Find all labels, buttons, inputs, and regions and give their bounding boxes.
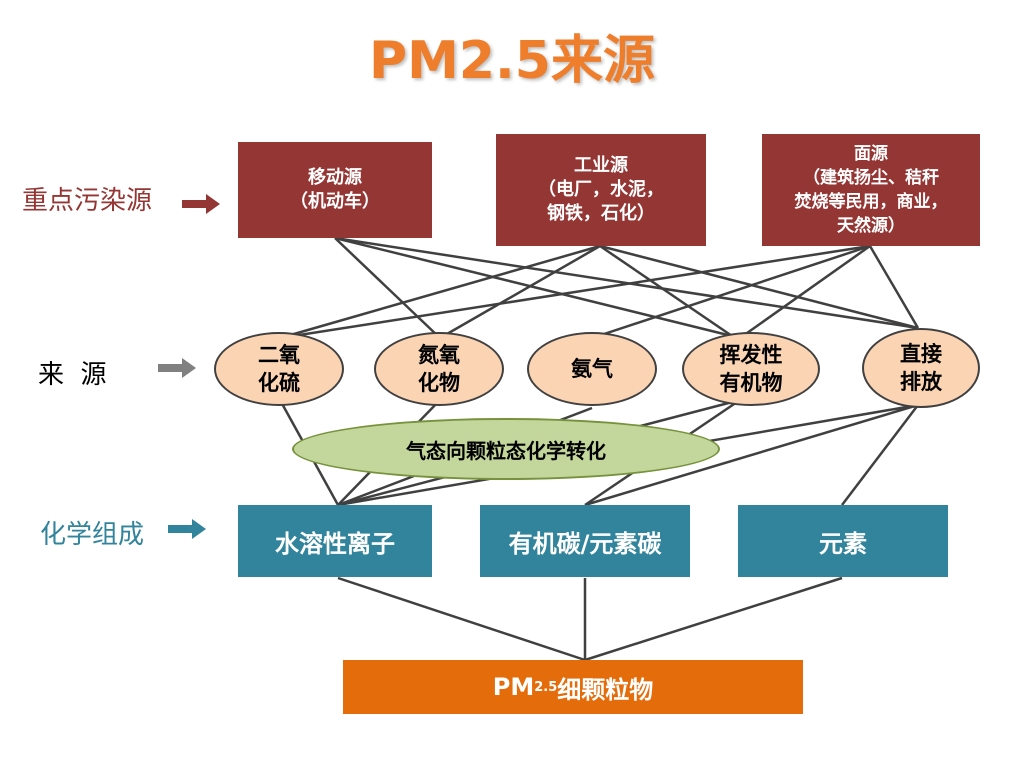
connector <box>334 237 441 339</box>
ellipse-line: 挥发性 <box>719 343 783 367</box>
source-box-line: （建筑扬尘、秸秆 <box>803 168 939 188</box>
connector <box>279 244 871 340</box>
conversion-ellipse: 气态向颗粒态化学转化 <box>292 418 720 480</box>
connector <box>868 245 920 329</box>
source-box-line: 天然源） <box>837 216 905 236</box>
component-box-carbon: 有机碳/元素碳 <box>480 505 690 577</box>
source-box-mobile: 移动源 （机动车） <box>238 142 432 238</box>
ellipse-line: 排放 <box>900 370 942 394</box>
connector <box>584 576 843 662</box>
connector <box>599 244 736 340</box>
source-box-line: 焚烧等民用，商业， <box>794 192 948 212</box>
ellipse-line: 化物 <box>418 371 460 395</box>
source-box-line: 面源 <box>854 144 888 164</box>
ellipse-line: 氮氧 <box>418 343 460 367</box>
connector <box>334 236 741 340</box>
chemical-label: 化学组成 <box>40 520 145 550</box>
source-box-line: （电厂，水泥， <box>538 179 664 200</box>
page-title: PM2.5来源 <box>369 31 655 91</box>
connector <box>599 244 919 330</box>
ellipse-line: 二氧 <box>258 343 300 367</box>
ellipse-line: 直接 <box>900 342 942 366</box>
connector <box>279 244 601 340</box>
source-ellipse-so2: 二氧 化硫 <box>214 332 344 406</box>
connector <box>439 244 601 340</box>
source-box-area: 面源 （建筑扬尘、秸秆 焚烧等民用，商业， 天然源） <box>762 134 980 246</box>
source-box-line: 工业源 <box>574 155 628 176</box>
component-box-ions: 水溶性离子 <box>238 505 432 577</box>
source-ellipse-direct: 直接 排放 <box>862 328 980 408</box>
source-ellipse-nox: 氮氧 化物 <box>374 332 504 406</box>
source-ellipse-voc: 挥发性 有机物 <box>682 332 820 406</box>
pm25-main: PM <box>492 673 535 701</box>
source-box-industrial: 工业源 （电厂，水泥， 钢铁，石化） <box>496 134 706 246</box>
connector <box>337 576 586 662</box>
pm25-suffix: 细颗粒物 <box>557 675 654 704</box>
key-sources-label: 重点污染源 <box>22 186 153 216</box>
source-ellipse-nh3: 氨气 <box>527 332 657 406</box>
connector <box>841 404 919 506</box>
sources-label: 来 源 <box>38 360 107 390</box>
source-box-line: 移动源 <box>308 167 362 188</box>
ellipse-line: 化硫 <box>258 371 300 395</box>
ellipse-line: 有机物 <box>719 371 783 395</box>
ellipse-line: 氨气 <box>571 357 613 381</box>
connector <box>591 244 871 340</box>
source-box-line: 钢铁，石化） <box>547 203 655 224</box>
connector <box>584 403 919 507</box>
pm25-subscript: 2.5 <box>534 679 558 695</box>
component-box-elements: 元素 <box>738 505 948 577</box>
source-box-line: （机动车） <box>290 191 380 212</box>
connector <box>739 244 871 340</box>
